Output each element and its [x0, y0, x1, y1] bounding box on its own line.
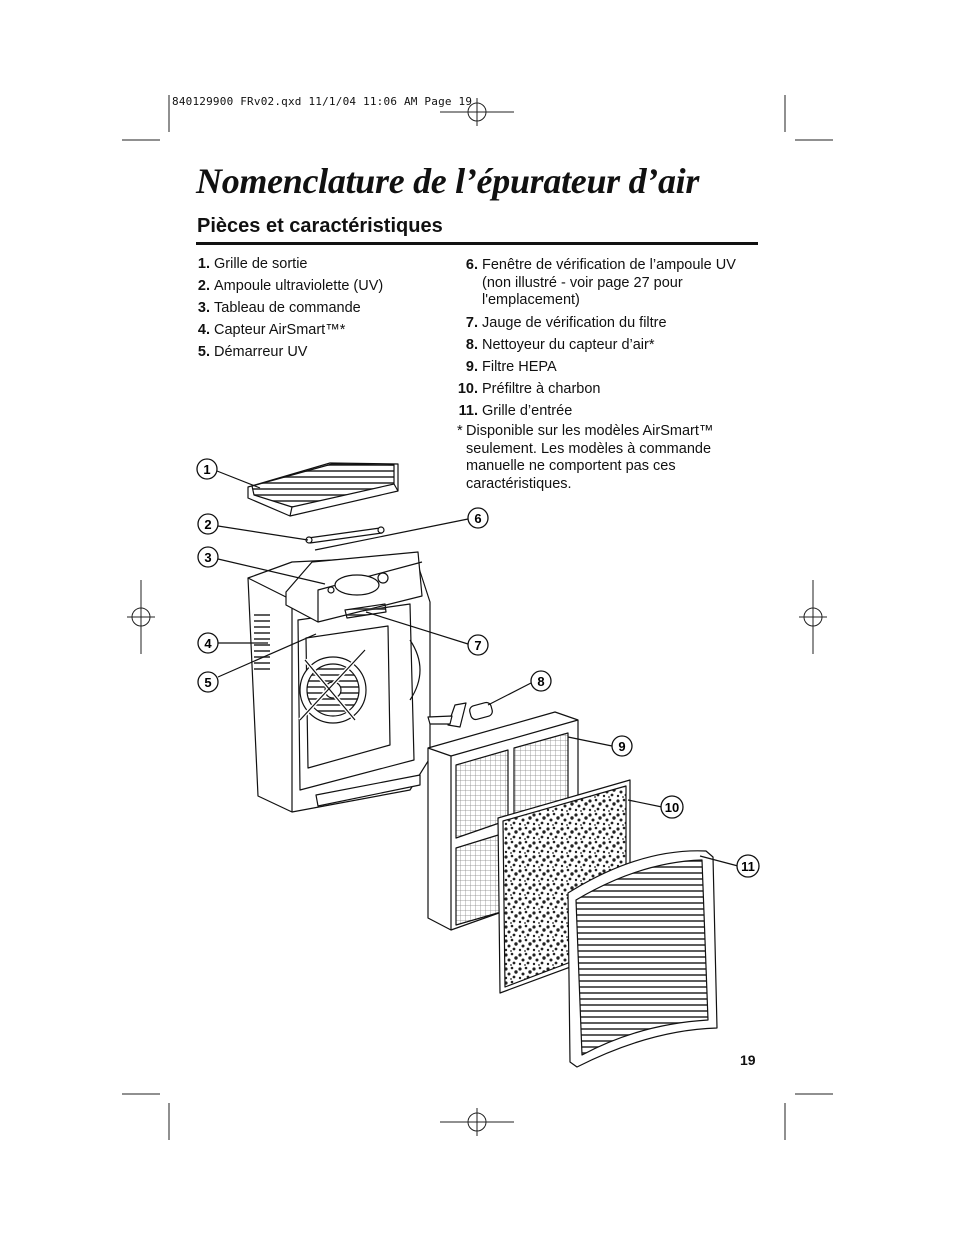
- callout-9: 9: [611, 735, 633, 757]
- heading-rule: [196, 242, 758, 245]
- callout-6: 6: [467, 507, 489, 529]
- callout-8: 8: [530, 670, 552, 692]
- sensor-cleaner-part: [427, 701, 493, 728]
- svg-text:11: 11: [741, 859, 755, 874]
- svg-text:3: 3: [204, 550, 211, 565]
- list-item: 6.Fenêtre de vérification de l’ampoule U…: [465, 257, 736, 308]
- parts-list-left: 1.Grille de sortie 2.Ampoule ultraviolet…: [197, 253, 427, 363]
- purifier-housing: [247, 555, 431, 813]
- list-item: 7.Jauge de vérification du filtre: [465, 314, 667, 331]
- outlet-grille-part: [247, 462, 399, 517]
- list-item: 1.Grille de sortie: [197, 256, 308, 272]
- footnote: * Disponible sur les modèles AirSmart™ s…: [457, 423, 714, 492]
- section-heading: Pièces et caractéristiques: [197, 215, 443, 237]
- callout-1: 1: [196, 458, 218, 480]
- control-panel-part: [285, 551, 423, 623]
- list-item: 8.Nettoyeur du capteur d’air*: [465, 336, 655, 353]
- callout-10: 10: [660, 795, 684, 819]
- list-item: 5.Démarreur UV: [197, 344, 308, 360]
- svg-text:9: 9: [618, 739, 625, 754]
- svg-text:5: 5: [204, 675, 211, 690]
- svg-text:2: 2: [204, 517, 211, 532]
- uv-bulb-part: [305, 526, 385, 544]
- svg-text:10: 10: [665, 800, 679, 815]
- svg-text:7: 7: [474, 638, 481, 653]
- callout-7: 7: [467, 634, 489, 656]
- list-item: 11.Grille d’entrée: [458, 402, 573, 419]
- print-slug: 840129900 FRv02.qxd 11/1/04 11:06 AM Pag…: [172, 95, 473, 108]
- list-item: 4.Capteur AirSmart™*: [197, 322, 346, 338]
- parts-list-right: 6.Fenêtre de vérification de l’ampoule U…: [455, 255, 755, 422]
- callout-leaders: [216, 470, 739, 867]
- svg-text:6: 6: [474, 511, 481, 526]
- page-title: Nomenclature de l’épurateur d’air: [196, 161, 700, 201]
- callout-markers: 1 2 3 4 5 6 7 8 9 10 11: [196, 458, 760, 878]
- callout-3: 3: [197, 546, 219, 568]
- list-item: 3.Tableau de commande: [197, 300, 361, 316]
- list-item: 10.Préfiltre à charbon: [457, 380, 601, 397]
- inlet-grille-part: [567, 850, 718, 1068]
- page-number: 19: [740, 1052, 756, 1068]
- list-item: 2.Ampoule ultraviolette (UV): [197, 278, 384, 294]
- callout-2: 2: [197, 513, 219, 535]
- callout-5: 5: [197, 671, 219, 693]
- filter-gauge-part: [344, 603, 387, 619]
- svg-text:4: 4: [204, 636, 212, 651]
- callout-4: 4: [197, 632, 219, 654]
- list-item: 9.Filtre HEPA: [465, 358, 557, 375]
- callout-11: 11: [736, 854, 760, 878]
- svg-text:1: 1: [203, 462, 210, 477]
- svg-text:8: 8: [537, 674, 544, 689]
